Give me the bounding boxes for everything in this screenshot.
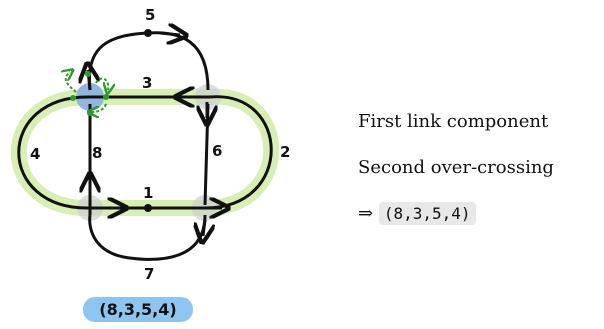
sequence-badge [83,297,193,322]
strand-7-arrow [203,219,205,236]
edge-label-8: 8 [92,144,102,162]
edge-label-6: 6 [212,142,222,160]
green-dot-left [70,95,76,101]
sequence-badge-text: (8,3,5,4) [99,300,176,319]
implies-symbol: ⇒ [358,203,374,224]
edge-label-5: 5 [145,6,155,24]
strand-7 [88,214,207,261]
link-diagram: 5 3 4 8 6 2 1 7 (8,3,5,4) [10,6,290,322]
strand-5-arrow [159,33,180,35]
caption-line-1: First link component [358,111,549,132]
strand-5-dot [144,29,152,37]
strand-1-dot [144,204,152,212]
green-dot-bottom [87,110,93,116]
edge-label-7: 7 [144,265,154,283]
edge-label-3: 3 [142,74,152,92]
strand-4 [17,95,91,210]
strand-6 [203,103,210,206]
strand-2 [204,95,273,210]
result-sequence: (8,3,5,4) [378,202,476,225]
caption-line-3: ⇒ (8,3,5,4) [358,202,476,225]
green-arrow-top [95,77,108,90]
edge-label-1: 1 [143,184,153,202]
edge-label-2: 2 [280,143,290,161]
green-arrow-left [66,72,77,93]
green-arrow-right [92,103,107,112]
caption-line-2: Second over-crossing [358,157,554,178]
green-dot-top [85,71,91,77]
edge-label-4: 4 [30,145,40,163]
green-dot-right [103,94,109,100]
